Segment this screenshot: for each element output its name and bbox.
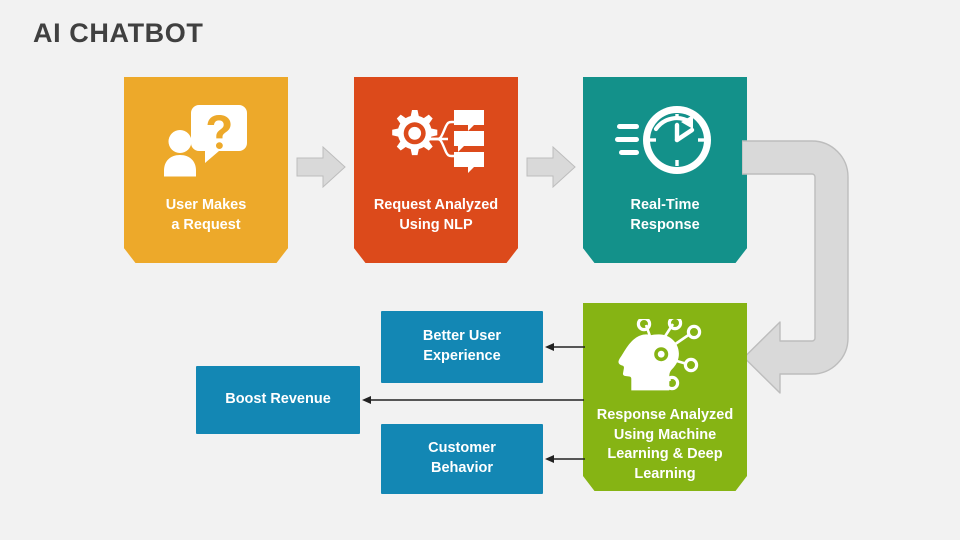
flow-step-real-time-response[interactable]: Real-Time Response xyxy=(583,77,747,263)
fast-clock-icon xyxy=(615,103,715,182)
outcome-better-user-experience[interactable]: Better User Experience xyxy=(381,311,543,383)
flow-step-label: Request Analyzed Using NLP xyxy=(373,197,499,233)
outcome-boost-revenue[interactable]: Boost Revenue xyxy=(196,366,360,434)
outcome-label: Better User Experience xyxy=(422,328,502,364)
ai-head-network-icon xyxy=(610,315,720,396)
outcome-customer-behavior[interactable]: Customer Behavior xyxy=(381,424,543,494)
flow-step-label: Response Analyzed Using Machine Learning… xyxy=(596,407,734,483)
user-question-bubble-icon xyxy=(163,103,249,182)
arrow-ml-to-customer-behavior xyxy=(545,452,585,466)
flow-step-label: User Makes a Request xyxy=(165,197,247,233)
outcome-label: Boost Revenue xyxy=(225,391,331,408)
arrow-realtime-to-ml xyxy=(742,138,852,413)
arrow-ml-to-better-user-experience xyxy=(545,340,585,354)
arrow-nlp-to-realtime xyxy=(526,145,576,189)
outcome-label: Customer Behavior xyxy=(428,440,496,476)
flow-step-user-request[interactable]: User Makes a Request xyxy=(124,77,288,263)
flow-step-label: Real-Time Response xyxy=(630,197,700,233)
flow-step-request-analyzed-nlp[interactable]: Request Analyzed Using NLP xyxy=(354,77,518,263)
gear-chat-bubbles-icon xyxy=(384,103,488,182)
flow-step-response-analyzed-ml[interactable]: Response Analyzed Using Machine Learning… xyxy=(583,303,747,491)
arrow-ml-to-boost-revenue xyxy=(362,393,584,407)
arrow-user-to-nlp xyxy=(296,145,346,189)
page-title: AI CHATBOT xyxy=(33,18,204,48)
